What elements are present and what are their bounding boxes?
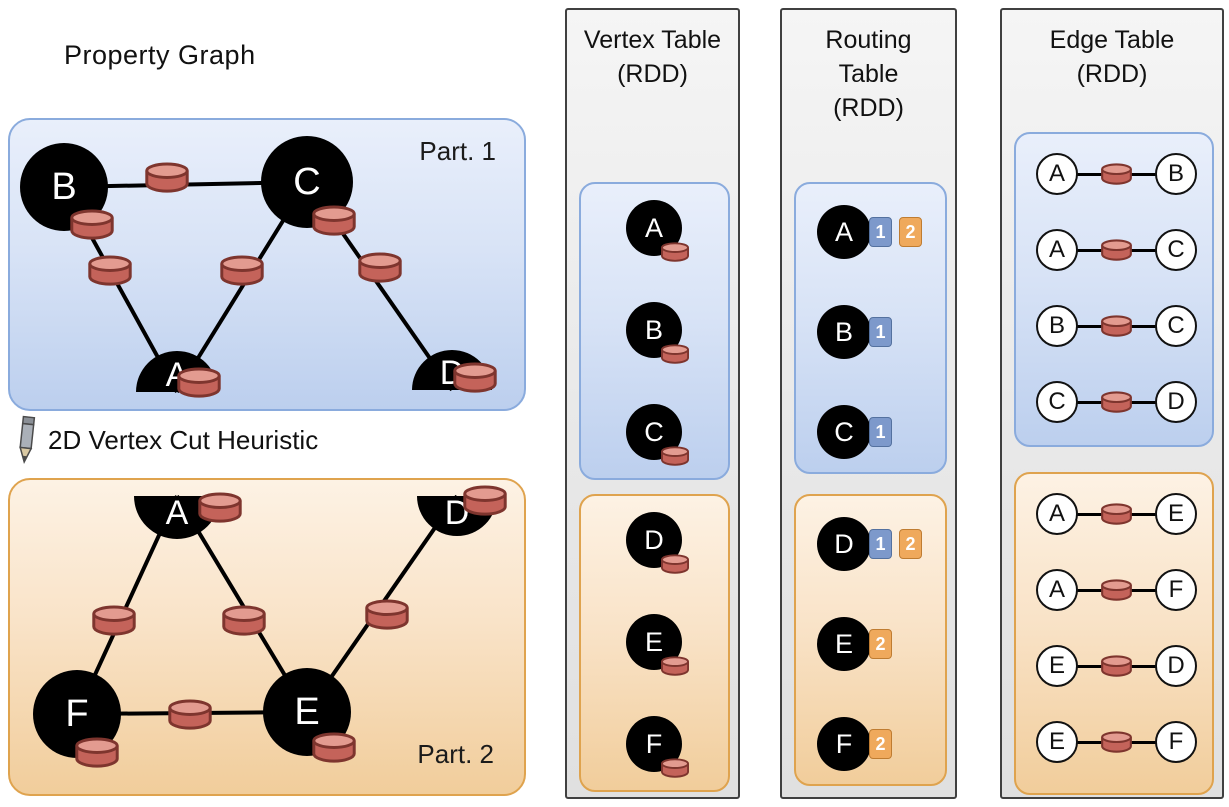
- edge-endpoint-A: A: [1036, 493, 1078, 535]
- property-cylinder-icon: [311, 205, 357, 236]
- edge-endpoint-A: A: [1036, 229, 1078, 271]
- property-cylinder-icon: [91, 605, 137, 636]
- vertex-property-cylinder-icon: [660, 758, 690, 778]
- edge-endpoint-F: F: [1155, 569, 1197, 611]
- routing-partition-1-badge: 1: [869, 217, 892, 247]
- vertex-cut-heuristic: 2D Vertex Cut Heuristic: [12, 415, 319, 465]
- edge-endpoint-E: E: [1036, 645, 1078, 687]
- property-graph-title: Property Graph: [64, 40, 256, 70]
- edge-endpoint-E: E: [1036, 721, 1078, 763]
- property-cylinder-icon: [176, 367, 222, 398]
- edge-property-cylinder-icon: [1100, 731, 1133, 753]
- routing-partition-1-badge: 1: [869, 317, 892, 347]
- edge-endpoint-C: C: [1155, 305, 1197, 347]
- edge-endpoint-B: B: [1036, 305, 1078, 347]
- property-cylinder-icon: [167, 699, 213, 730]
- edge-property-cylinder-icon: [1100, 239, 1133, 261]
- edge-endpoint-C: C: [1155, 229, 1197, 271]
- vertex-property-cylinder-icon: [660, 554, 690, 574]
- property-cylinder-icon: [74, 737, 120, 768]
- edge-property-cylinder-icon: [1100, 391, 1133, 413]
- edge-table-title: Edge Table (RDD): [1049, 26, 1175, 88]
- partition-2-label: Part. 2: [417, 739, 494, 769]
- routing-table-title: Routing Table (RDD): [825, 26, 912, 122]
- edge-endpoint-D: D: [1155, 645, 1197, 687]
- edge-endpoint-A: A: [1036, 569, 1078, 611]
- routing-partition-2-badge: 2: [899, 529, 922, 559]
- edge-property-cylinder-icon: [1100, 655, 1133, 677]
- routing-table-node-D: D: [817, 517, 871, 571]
- edge-endpoint-F: F: [1155, 721, 1197, 763]
- vertex-table-node-B: B: [626, 302, 682, 358]
- property-cylinder-icon: [219, 255, 265, 286]
- edge-endpoint-A: A: [1036, 153, 1078, 195]
- property-cylinder-icon: [462, 485, 508, 516]
- edge-property-cylinder-icon: [1100, 315, 1133, 337]
- edge-property-cylinder-icon: [1100, 579, 1133, 601]
- property-cylinder-icon: [364, 599, 410, 630]
- routing-table-node-A: A: [817, 205, 871, 259]
- property-cylinder-icon: [221, 605, 267, 636]
- property-cylinder-icon: [87, 255, 133, 286]
- edge-property-cylinder-icon: [1100, 163, 1133, 185]
- routing-partition-1-badge: 1: [869, 529, 892, 559]
- routing-table-node-B: B: [817, 305, 871, 359]
- routing-table-node-C: C: [817, 405, 871, 459]
- edge-endpoint-D: D: [1155, 381, 1197, 423]
- vertex-property-cylinder-icon: [660, 344, 690, 364]
- vertex-property-cylinder-icon: [660, 242, 690, 262]
- property-cylinder-icon: [69, 209, 115, 240]
- edge-property-cylinder-icon: [1100, 503, 1133, 525]
- edge-endpoint-E: E: [1155, 493, 1197, 535]
- routing-partition-2-badge: 2: [899, 217, 922, 247]
- edge-endpoint-B: B: [1155, 153, 1197, 195]
- property-cylinder-icon: [144, 162, 190, 193]
- partition-1-label: Part. 1: [419, 136, 496, 166]
- vertex-property-cylinder-icon: [660, 446, 690, 466]
- routing-partition-1-badge: 1: [869, 417, 892, 447]
- vertex-table-title: Vertex Table (RDD): [583, 26, 722, 88]
- routing-partition-2-badge: 2: [869, 729, 892, 759]
- routing-table-node-E: E: [817, 617, 871, 671]
- property-cylinder-icon: [357, 252, 403, 283]
- property-cylinder-icon: [452, 362, 498, 393]
- pencil-icon: [12, 415, 41, 465]
- heuristic-label: 2D Vertex Cut Heuristic: [48, 424, 319, 455]
- routing-table-node-F: F: [817, 717, 871, 771]
- routing-partition-2-badge: 2: [869, 629, 892, 659]
- vertex-table-node-C: C: [626, 404, 682, 460]
- property-cylinder-icon: [311, 732, 357, 763]
- property-cylinder-icon: [197, 492, 243, 523]
- vertex-property-cylinder-icon: [660, 656, 690, 676]
- edge-endpoint-C: C: [1036, 381, 1078, 423]
